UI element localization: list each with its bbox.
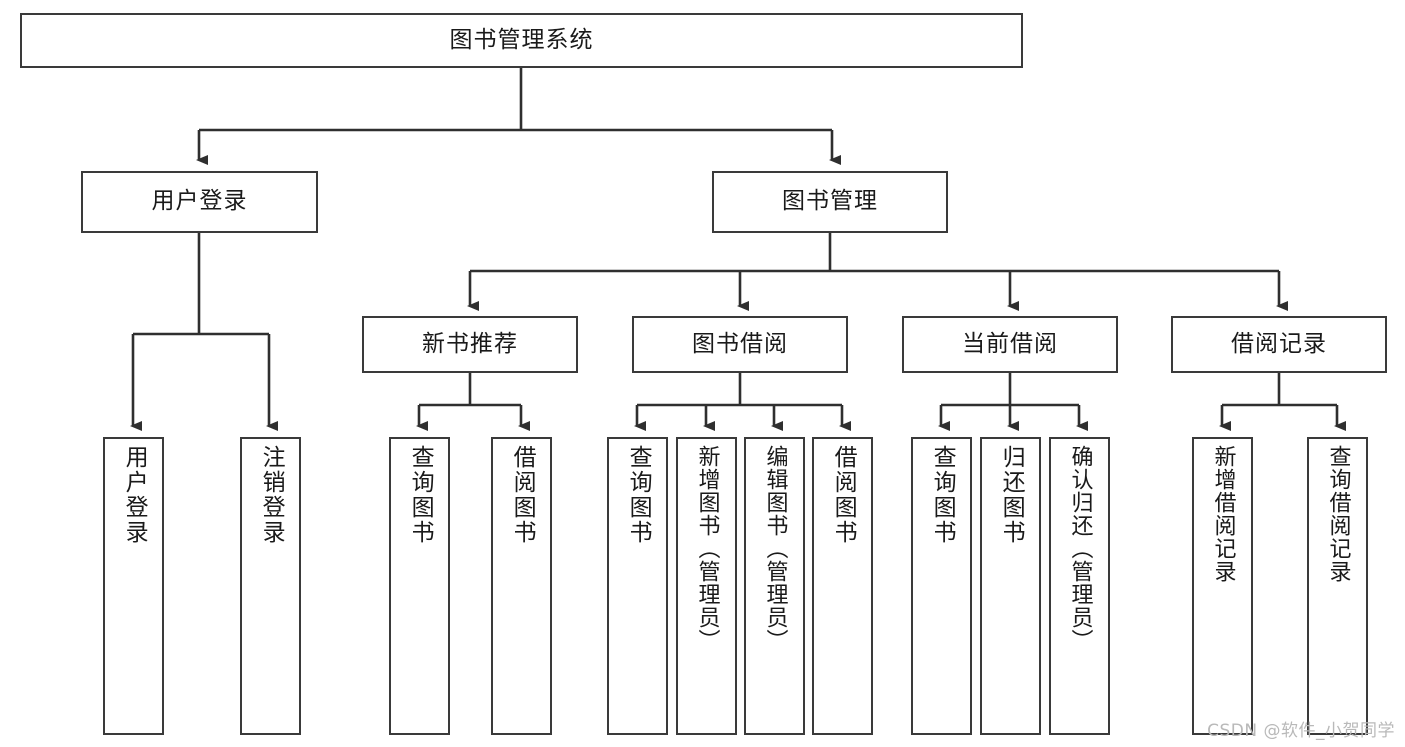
node-leaf-logout[interactable]: 注销登录 xyxy=(240,437,301,735)
node-new-book-recommend[interactable]: 新书推荐 xyxy=(362,316,578,373)
node-leaf-logout-label: 注销登录 xyxy=(258,445,285,545)
node-leaf-query-record[interactable]: 查询借阅记录 xyxy=(1307,437,1368,735)
node-leaf-query-book-3[interactable]: 查询图书 xyxy=(911,437,972,735)
node-leaf-borrow-book-1[interactable]: 借阅图书 xyxy=(491,437,552,735)
node-leaf-confirm-return-label: 确认归还（管理员） xyxy=(1067,445,1093,652)
node-leaf-add-book-label: 新增图书（管理员） xyxy=(694,445,720,652)
node-book-borrow-label: 图书借阅 xyxy=(692,330,788,357)
node-root[interactable]: 图书管理系统 xyxy=(20,13,1023,68)
node-borrow-record[interactable]: 借阅记录 xyxy=(1171,316,1387,373)
node-leaf-edit-book-label: 编辑图书（管理员） xyxy=(762,445,788,652)
node-leaf-borrow-book-2[interactable]: 借阅图书 xyxy=(812,437,873,735)
node-borrow-record-label: 借阅记录 xyxy=(1231,330,1327,357)
node-leaf-edit-book[interactable]: 编辑图书（管理员） xyxy=(744,437,805,735)
node-current-borrow[interactable]: 当前借阅 xyxy=(902,316,1118,373)
node-leaf-query-book-1-label: 查询图书 xyxy=(407,445,434,545)
node-leaf-query-book-1[interactable]: 查询图书 xyxy=(389,437,450,735)
node-leaf-add-book[interactable]: 新增图书（管理员） xyxy=(676,437,737,735)
node-user-login-label: 用户登录 xyxy=(151,188,248,215)
node-leaf-add-record-label: 新增借阅记录 xyxy=(1210,445,1236,583)
node-current-borrow-label: 当前借阅 xyxy=(962,330,1058,357)
node-book-manage[interactable]: 图书管理 xyxy=(712,171,948,233)
node-leaf-query-record-label: 查询借阅记录 xyxy=(1325,445,1351,583)
node-book-borrow[interactable]: 图书借阅 xyxy=(632,316,848,373)
node-new-book-recommend-label: 新书推荐 xyxy=(422,330,518,357)
watermark: CSDN @软件_小贺同学 xyxy=(1207,721,1395,741)
node-root-label: 图书管理系统 xyxy=(449,26,594,53)
node-leaf-add-record[interactable]: 新增借阅记录 xyxy=(1192,437,1253,735)
node-leaf-query-book-3-label: 查询图书 xyxy=(929,445,956,545)
node-leaf-borrow-book-1-label: 借阅图书 xyxy=(509,445,536,545)
node-leaf-query-book-2-label: 查询图书 xyxy=(625,445,652,545)
node-leaf-confirm-return[interactable]: 确认归还（管理员） xyxy=(1049,437,1110,735)
node-leaf-user-login-label: 用户登录 xyxy=(121,445,148,545)
node-leaf-return-book[interactable]: 归还图书 xyxy=(980,437,1041,735)
node-user-login[interactable]: 用户登录 xyxy=(81,171,318,233)
node-leaf-borrow-book-2-label: 借阅图书 xyxy=(830,445,857,545)
node-book-manage-label: 图书管理 xyxy=(782,188,878,215)
node-leaf-query-book-2[interactable]: 查询图书 xyxy=(607,437,668,735)
node-leaf-user-login[interactable]: 用户登录 xyxy=(103,437,164,735)
node-leaf-return-book-label: 归还图书 xyxy=(998,445,1025,545)
